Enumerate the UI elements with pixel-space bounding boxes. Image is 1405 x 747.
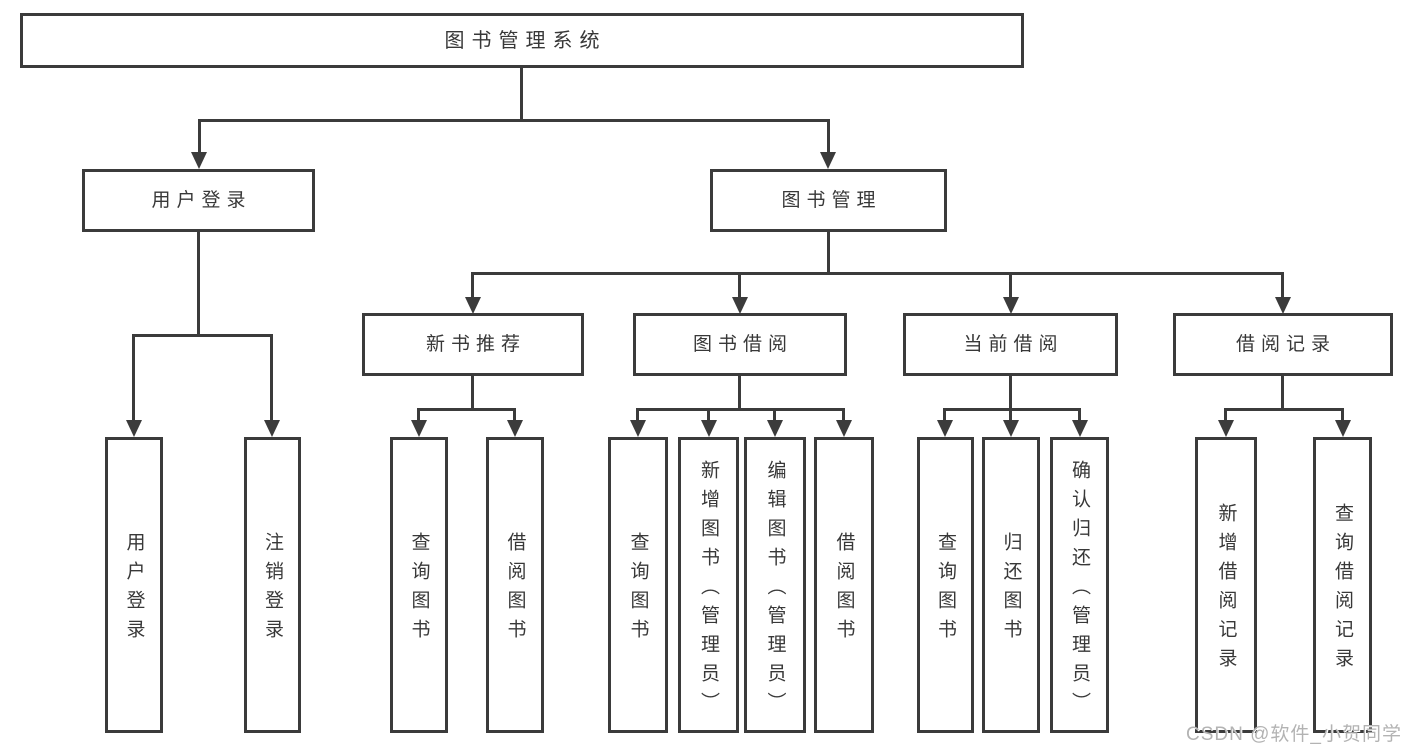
connector-line bbox=[1224, 408, 1344, 411]
arrow-down-icon bbox=[411, 420, 427, 437]
connector-line bbox=[270, 334, 273, 421]
connector-line bbox=[943, 408, 946, 421]
connector-line bbox=[513, 408, 516, 421]
connector-line bbox=[1009, 408, 1012, 421]
arrow-down-icon bbox=[507, 420, 523, 437]
node-label: 借阅图书 bbox=[833, 532, 855, 648]
node-label: 新书推荐 bbox=[425, 334, 526, 355]
connector-line bbox=[842, 408, 845, 421]
node-label: 图书管理系统 bbox=[444, 29, 607, 52]
connector-line bbox=[417, 408, 516, 411]
node-label: 查询图书 bbox=[935, 532, 956, 648]
arrow-down-icon bbox=[732, 297, 748, 314]
arrow-down-icon bbox=[1072, 420, 1088, 437]
arrow-down-icon bbox=[1275, 297, 1291, 314]
node-label: 查询图书 bbox=[627, 532, 649, 648]
arrow-down-icon bbox=[465, 297, 481, 314]
connector-line bbox=[636, 408, 845, 411]
connector-line bbox=[132, 334, 135, 421]
node-label: 归还图书 bbox=[1000, 532, 1022, 648]
connector-line bbox=[471, 272, 474, 298]
connector-line bbox=[707, 408, 710, 421]
node-label: 查询借阅记录 bbox=[1332, 503, 1353, 677]
connector-line bbox=[827, 119, 830, 153]
node-label: 图书管理 bbox=[781, 190, 882, 211]
arrow-down-icon bbox=[836, 420, 852, 437]
node-current-borrow: 当前借阅 bbox=[903, 313, 1118, 376]
node-book-borrow: 图书借阅 bbox=[633, 313, 847, 376]
node-label: 用户登录 bbox=[123, 532, 145, 648]
node-label: 新增借阅记录 bbox=[1215, 503, 1237, 677]
arrow-down-icon bbox=[1003, 420, 1019, 437]
csdn-watermark: CSDN @软件_小贺同学 bbox=[1186, 724, 1402, 745]
connector-line bbox=[198, 119, 830, 122]
leaf-add-books-admin: 新增图书（管理员） bbox=[678, 437, 739, 733]
arrow-down-icon bbox=[630, 420, 646, 437]
connector-line bbox=[197, 232, 200, 334]
node-book-management: 图书管理 bbox=[710, 169, 947, 232]
node-user-login: 用户登录 bbox=[82, 169, 315, 232]
arrow-down-icon bbox=[937, 420, 953, 437]
connector-line bbox=[827, 232, 830, 272]
connector-line bbox=[1281, 376, 1284, 408]
connector-line bbox=[1009, 376, 1012, 408]
connector-line bbox=[471, 272, 1283, 275]
connector-line bbox=[738, 272, 741, 298]
connector-line bbox=[943, 408, 1081, 411]
arrow-down-icon bbox=[1003, 297, 1019, 314]
node-label: 图书借阅 bbox=[692, 334, 793, 355]
node-new-book-recommend: 新书推荐 bbox=[362, 313, 584, 376]
leaf-logout: 注销登录 bbox=[244, 437, 301, 733]
arrow-down-icon bbox=[126, 420, 142, 437]
leaf-borrow-books-newbook: 借阅图书 bbox=[486, 437, 544, 733]
node-label: 新增图书（管理员） bbox=[698, 459, 719, 721]
arrow-down-icon bbox=[701, 420, 717, 437]
connector-line bbox=[738, 376, 741, 408]
leaf-query-books-newbook: 查询图书 bbox=[390, 437, 448, 733]
node-label: 确认归还（管理员） bbox=[1069, 459, 1090, 721]
leaf-return-books: 归还图书 bbox=[982, 437, 1040, 733]
connector-line bbox=[198, 119, 201, 153]
connector-line bbox=[132, 334, 273, 337]
connector-line bbox=[1281, 272, 1284, 298]
leaf-add-borrow-record: 新增借阅记录 bbox=[1195, 437, 1257, 733]
leaf-query-books-current: 查询图书 bbox=[917, 437, 974, 733]
node-label: 编辑图书（管理员） bbox=[764, 459, 786, 721]
arrow-down-icon bbox=[820, 152, 836, 169]
node-borrow-record: 借阅记录 bbox=[1173, 313, 1393, 376]
arrow-down-icon bbox=[767, 420, 783, 437]
node-label: 注销登录 bbox=[262, 532, 283, 648]
connector-line bbox=[520, 68, 523, 119]
leaf-edit-books-admin: 编辑图书（管理员） bbox=[744, 437, 806, 733]
arrow-down-icon bbox=[191, 152, 207, 169]
node-label: 借阅图书 bbox=[504, 532, 526, 648]
leaf-user-login: 用户登录 bbox=[105, 437, 163, 733]
node-label: 用户登录 bbox=[151, 190, 252, 211]
connector-line bbox=[1224, 408, 1227, 421]
node-label: 借阅记录 bbox=[1235, 334, 1336, 355]
connector-line bbox=[1341, 408, 1344, 421]
node-root-library-system: 图书管理系统 bbox=[20, 13, 1024, 68]
arrow-down-icon bbox=[1335, 420, 1351, 437]
leaf-query-borrow-record: 查询借阅记录 bbox=[1313, 437, 1372, 733]
node-label: 当前借阅 bbox=[963, 334, 1064, 355]
connector-line bbox=[417, 408, 420, 421]
connector-line bbox=[471, 376, 474, 408]
connector-line bbox=[1078, 408, 1081, 421]
leaf-query-books-borrow: 查询图书 bbox=[608, 437, 668, 733]
leaf-borrow-books: 借阅图书 bbox=[814, 437, 874, 733]
leaf-confirm-return-admin: 确认归还（管理员） bbox=[1050, 437, 1109, 733]
connector-line bbox=[636, 408, 639, 421]
connector-line bbox=[1009, 272, 1012, 298]
arrow-down-icon bbox=[1218, 420, 1234, 437]
node-label: 查询图书 bbox=[408, 532, 430, 648]
arrow-down-icon bbox=[264, 420, 280, 437]
connector-line bbox=[773, 408, 776, 421]
